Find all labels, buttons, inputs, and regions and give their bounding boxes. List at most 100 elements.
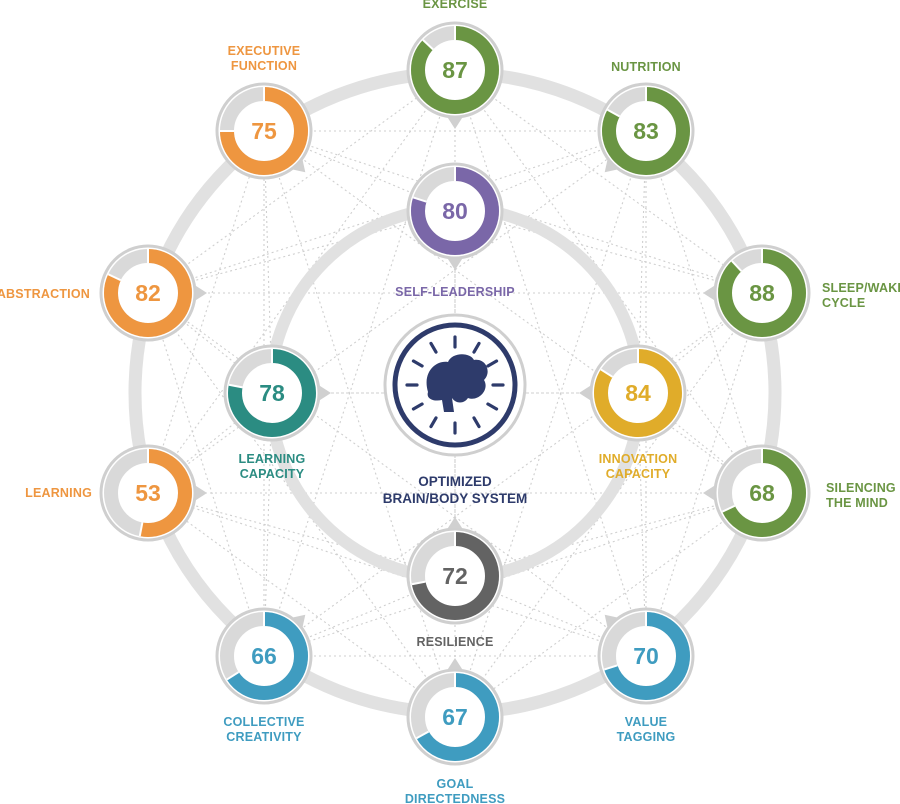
executive-function-label-line1: EXECUTIVE: [228, 44, 301, 58]
brain-ray: [429, 416, 438, 429]
brain-icon: [405, 335, 505, 435]
resilience-separator-1: [411, 580, 426, 586]
sleep-wake-cycle-label-line1: SLEEP/WAKE: [822, 281, 900, 295]
node-exercise: 87 EXERCISE: [406, 0, 504, 129]
learning-capacity-separator-1: [228, 383, 243, 389]
goal-directedness-label-line2: DIRECTEDNESS: [405, 792, 505, 804]
silencing-the-mind-label-line1: SILENCING: [826, 481, 896, 495]
connector-line-23: [147, 130, 647, 494]
exercise-label-line1: EXERCISE: [423, 0, 488, 11]
innovation-capacity-separator-1: [600, 368, 614, 378]
value-tagging-value: 70: [633, 643, 659, 669]
goal-directedness-separator-1: [415, 730, 430, 740]
collective-creativity-label-line1: COLLECTIVE: [223, 715, 304, 729]
nutrition-label-line1: NUTRITION: [611, 60, 681, 74]
brain-ray: [429, 341, 438, 354]
connector-line-9: [454, 492, 763, 718]
silencing-the-mind-separator-1: [721, 504, 736, 513]
connector-line-0: [454, 69, 763, 294]
exercise-pointer: [446, 115, 464, 129]
node-abstraction: 82 ABSTRACTION: [0, 244, 207, 342]
goal-directedness-value: 67: [442, 704, 468, 730]
node-learning: 53 LEARNING: [25, 444, 207, 542]
connector-line-29: [263, 130, 763, 494]
learning-label-line1: LEARNING: [25, 486, 92, 500]
connector-line-21: [147, 130, 265, 494]
innovation-capacity-pointer: [579, 384, 593, 402]
connector-line-6: [645, 292, 763, 657]
connector-line-24: [147, 69, 456, 294]
connector-line-37: [637, 392, 647, 657]
brain-ray: [486, 402, 499, 411]
brain-ray: [486, 359, 499, 368]
nutrition-value: 83: [633, 118, 659, 144]
collective-creativity-separator-1: [226, 671, 240, 681]
connector-line-41: [263, 392, 273, 657]
connector-line-47: [263, 130, 273, 394]
abstraction-label-line1: ABSTRACTION: [0, 287, 90, 301]
goal-directedness-label-line1: GOAL: [437, 777, 474, 791]
self-leadership-separator-1: [412, 196, 427, 203]
value-tagging-label-line1: VALUE: [625, 715, 667, 729]
collective-creativity-label-line2: CREATIVITY: [226, 730, 302, 744]
learning-capacity-value: 78: [259, 380, 285, 406]
brain-ray: [411, 402, 424, 411]
goal-directedness-pointer: [446, 658, 464, 672]
abstraction-value: 82: [135, 280, 161, 306]
resilience-label-line1: RESILIENCE: [416, 635, 493, 649]
center-label-line2: BRAIN/BODY SYSTEM: [383, 491, 528, 506]
center-label-line1: OPTIMIZED: [418, 474, 492, 489]
exercise-separator-1: [422, 39, 434, 51]
connector-line-15: [147, 492, 456, 718]
silencing-the-mind-label-line2: THE MIND: [826, 496, 888, 510]
innovation-capacity-label-line1: INNOVATION: [599, 452, 678, 466]
brain-ray: [411, 359, 424, 368]
connector-line-3: [645, 130, 763, 494]
sleep-wake-cycle-label-line2: CYCLE: [822, 296, 865, 310]
exercise-value: 87: [442, 57, 468, 83]
self-leadership-value: 80: [442, 198, 468, 224]
self-leadership-pointer: [446, 256, 464, 270]
learning-pointer: [193, 484, 207, 502]
connector-line-32: [637, 130, 647, 394]
learning-capacity-label-line1: LEARNING: [239, 452, 306, 466]
abstraction-separator-1: [107, 273, 122, 282]
value-tagging-separator-1: [603, 664, 618, 671]
learning-capacity-pointer: [317, 384, 331, 402]
learning-capacity-label-line2: CAPACITY: [240, 467, 305, 481]
connector-line-42: [147, 492, 456, 577]
nutrition-separator-1: [606, 108, 621, 118]
brain-shape: [426, 354, 488, 412]
connector-line-36: [454, 492, 763, 577]
value-tagging-label-line2: TAGGING: [617, 730, 676, 744]
collective-creativity-value: 66: [251, 643, 277, 669]
innovation-capacity-label-line2: CAPACITY: [606, 467, 671, 481]
innovation-capacity-value: 84: [625, 380, 651, 406]
abstraction-pointer: [193, 284, 207, 302]
sleep-wake-cycle-value: 88: [749, 280, 775, 306]
silencing-the-mind-value: 68: [749, 480, 775, 506]
brain-ray: [472, 341, 481, 354]
center-hub: OPTIMIZED BRAIN/BODY SYSTEM: [383, 313, 528, 506]
node-nutrition: 83 NUTRITION: [597, 60, 695, 180]
resilience-value: 72: [442, 563, 468, 589]
self-leadership-label-line1: SELF-LEADERSHIP: [395, 285, 515, 299]
learning-separator-1: [138, 522, 144, 537]
connector-line-18: [147, 292, 265, 657]
sleep-wake-cycle-pointer: [703, 284, 717, 302]
learning-value: 53: [135, 480, 161, 506]
resilience-pointer: [446, 517, 464, 531]
